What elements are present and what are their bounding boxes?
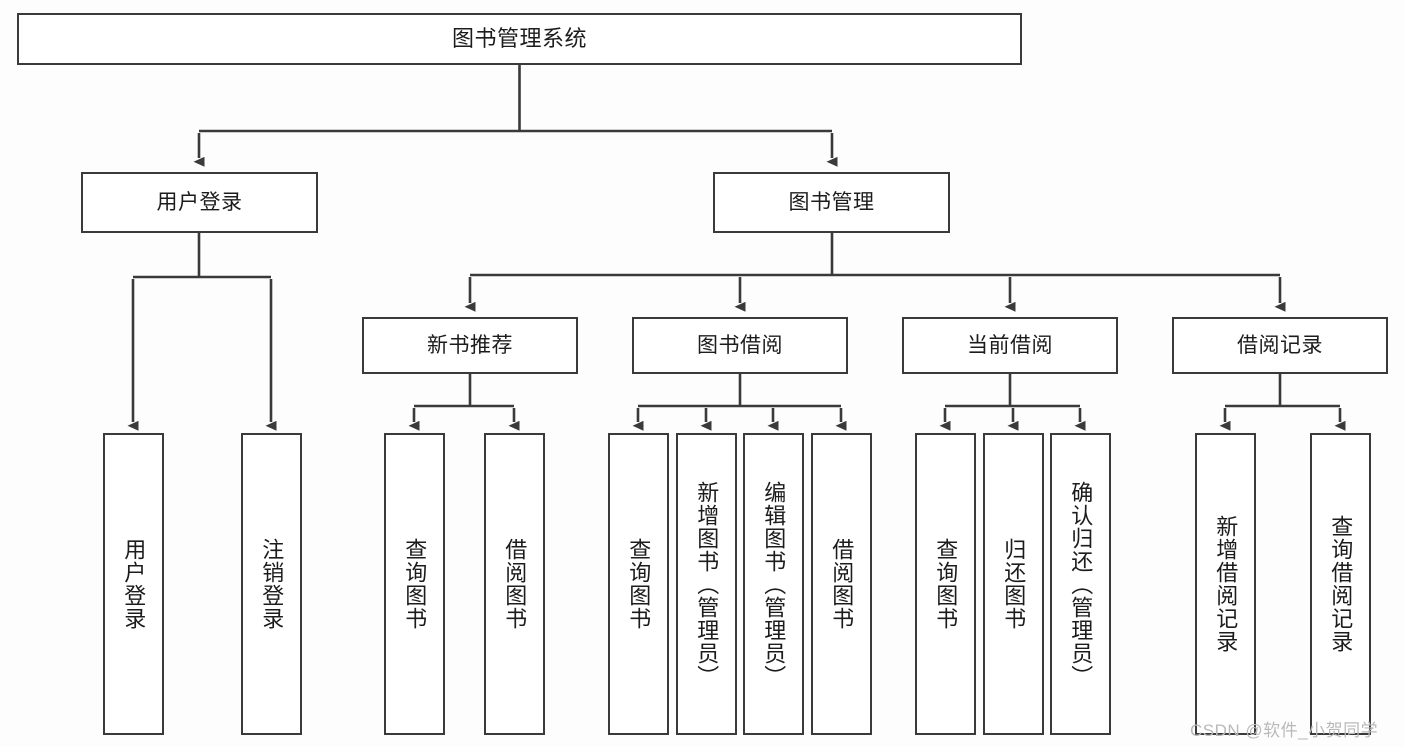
leaf-current-confirm-return-admin[interactable]: 确认归还（管理员） bbox=[1050, 433, 1111, 735]
leaf-current-query-book-label: 查询图书 bbox=[933, 538, 959, 630]
node-book-borrow[interactable]: 图书借阅 bbox=[632, 317, 848, 374]
leaf-current-return-book[interactable]: 归还图书 bbox=[983, 433, 1044, 735]
node-root-system-label: 图书管理系统 bbox=[451, 25, 587, 51]
leaf-records-add-record[interactable]: 新增借阅记录 bbox=[1195, 433, 1256, 735]
leaf-borrow-edit-book-admin[interactable]: 编辑图书（管理员） bbox=[743, 433, 804, 735]
leaf-records-query-record-label: 查询借阅记录 bbox=[1328, 515, 1354, 653]
leaf-user-login-logout[interactable]: 注销登录 bbox=[241, 433, 302, 735]
leaf-recommend-query-book[interactable]: 查询图书 bbox=[384, 433, 445, 735]
leaf-borrow-add-book-admin[interactable]: 新增图书（管理员） bbox=[676, 433, 737, 735]
leaf-borrow-query-book-label: 查询图书 bbox=[626, 538, 652, 630]
node-current-borrow-label: 当前借阅 bbox=[967, 333, 1053, 357]
node-new-book-recommend[interactable]: 新书推荐 bbox=[362, 317, 578, 374]
leaf-recommend-borrow-book-label: 借阅图书 bbox=[502, 538, 528, 630]
leaf-borrow-edit-book-admin-label: 编辑图书（管理员） bbox=[761, 480, 787, 688]
leaf-borrow-borrow-book-label: 借阅图书 bbox=[829, 538, 855, 630]
node-root-system[interactable]: 图书管理系统 bbox=[17, 13, 1022, 65]
leaf-current-return-book-label: 归还图书 bbox=[1001, 538, 1027, 630]
node-book-management[interactable]: 图书管理 bbox=[713, 172, 950, 233]
leaf-records-add-record-label: 新增借阅记录 bbox=[1213, 515, 1239, 653]
leaf-recommend-borrow-book[interactable]: 借阅图书 bbox=[484, 433, 545, 735]
csdn-watermark: CSDN @软件_小贺同学 bbox=[1190, 721, 1379, 740]
leaf-borrow-borrow-book[interactable]: 借阅图书 bbox=[811, 433, 872, 735]
leaf-current-confirm-return-admin-label: 确认归还（管理员） bbox=[1068, 480, 1094, 688]
node-book-borrow-label: 图书借阅 bbox=[697, 333, 783, 357]
node-book-management-label: 图书管理 bbox=[788, 190, 875, 214]
leaf-records-query-record[interactable]: 查询借阅记录 bbox=[1310, 433, 1371, 735]
leaf-borrow-query-book[interactable]: 查询图书 bbox=[608, 433, 669, 735]
node-user-login-label: 用户登录 bbox=[156, 190, 243, 214]
leaf-current-query-book[interactable]: 查询图书 bbox=[915, 433, 976, 735]
leaf-borrow-add-book-admin-label: 新增图书（管理员） bbox=[694, 480, 720, 688]
node-new-book-recommend-label: 新书推荐 bbox=[427, 333, 513, 357]
leaf-user-login-login-label: 用户登录 bbox=[121, 538, 147, 630]
node-borrow-records[interactable]: 借阅记录 bbox=[1172, 317, 1388, 374]
node-current-borrow[interactable]: 当前借阅 bbox=[902, 317, 1118, 374]
leaf-recommend-query-book-label: 查询图书 bbox=[402, 538, 428, 630]
node-borrow-records-label: 借阅记录 bbox=[1237, 333, 1323, 357]
leaf-user-login-logout-label: 注销登录 bbox=[259, 538, 285, 630]
leaf-user-login-login[interactable]: 用户登录 bbox=[103, 433, 164, 735]
node-user-login[interactable]: 用户登录 bbox=[81, 172, 318, 233]
